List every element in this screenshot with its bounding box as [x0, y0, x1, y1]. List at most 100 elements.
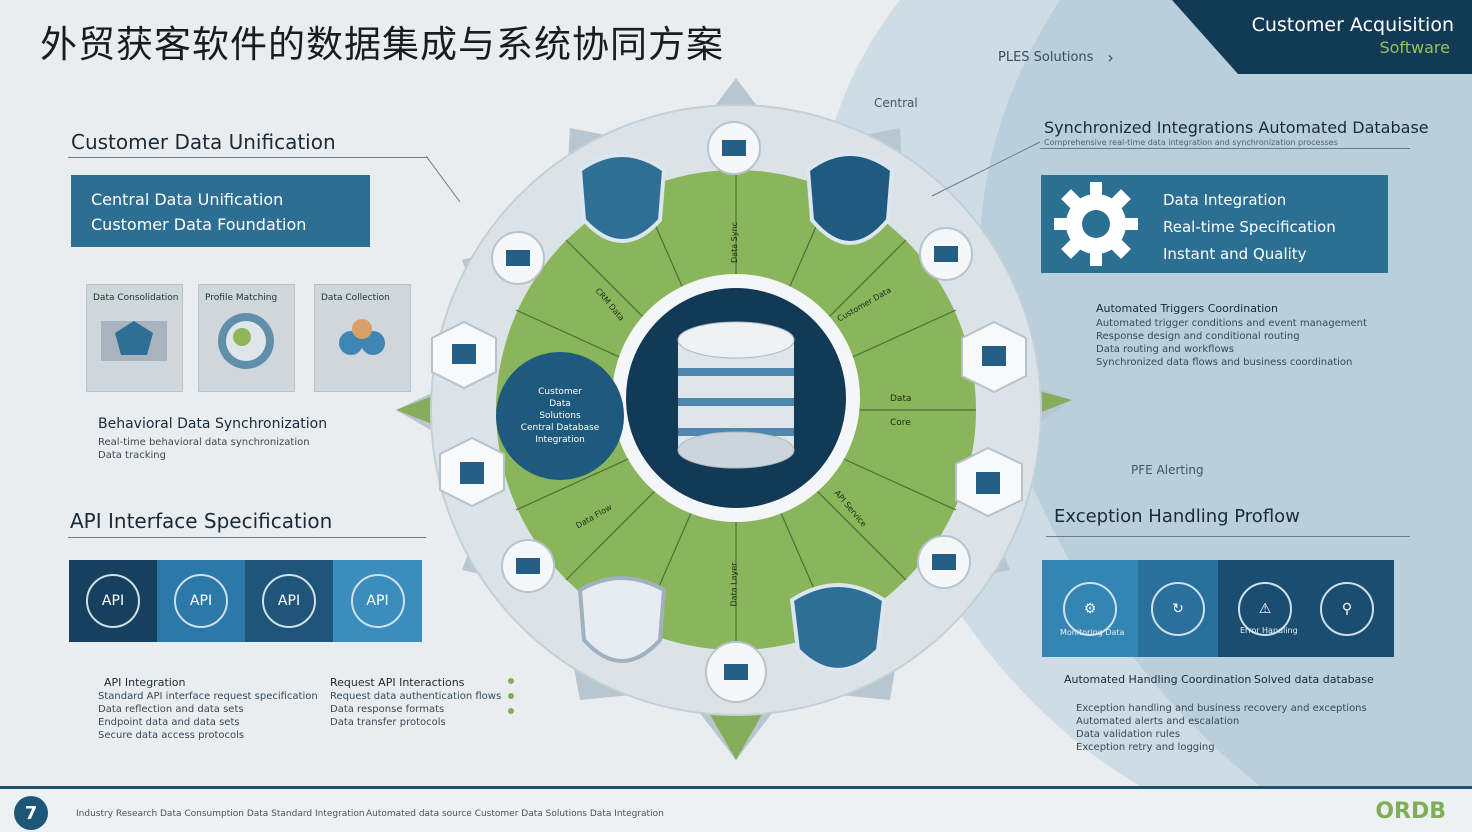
- bullet-item: Exception handling and business recovery…: [1076, 703, 1367, 714]
- central-label: Central: [874, 96, 918, 110]
- api-tiles-bar: API API API API: [69, 560, 422, 642]
- cluster-icon: [339, 319, 385, 355]
- card-title: Data Collection: [321, 293, 390, 303]
- gear-icon: [1054, 182, 1138, 266]
- bullet-item: Data reflection and data sets: [98, 704, 244, 715]
- request-bullets: Request data authentication flows Data r…: [330, 690, 501, 729]
- flow-step[interactable]: ⚙: [1042, 560, 1138, 657]
- api-icon: API: [174, 574, 228, 628]
- ring-label: Data Layer: [729, 562, 739, 607]
- bullet-item: Response design and conditional routing: [1096, 331, 1300, 342]
- integration-box: Data Integration Real-time Specification…: [1041, 175, 1388, 273]
- request-heading: Request API Interactions: [330, 676, 465, 689]
- shield-icon: [577, 153, 667, 243]
- auto-handling-heading: Automated Handling Coordination: [1064, 673, 1252, 686]
- bullet-item: Automated trigger conditions and event m…: [1096, 318, 1367, 329]
- unification-box-line: Customer Data Foundation: [91, 215, 307, 234]
- left-circle-line: Customer: [538, 387, 582, 397]
- flow-step[interactable]: ↻: [1138, 560, 1218, 657]
- integration-box-line: Real-time Specification: [1163, 218, 1336, 236]
- top-link[interactable]: PLES Solutions ›: [998, 48, 1114, 67]
- left-circle-line: Data: [549, 399, 571, 409]
- pentagon-icon: [101, 321, 167, 361]
- bullet-item: Secure data access protocols: [98, 730, 245, 741]
- bullet-item: Real-time behavioral data synchronizatio…: [98, 437, 310, 448]
- api-tile[interactable]: API: [157, 560, 245, 642]
- left-section1-heading: Customer Data Unification: [71, 130, 336, 154]
- exception-heading: Exception Handling Proflow: [1054, 506, 1300, 527]
- bullet-item: Synchronized data flows and business coo…: [1096, 357, 1353, 368]
- api-tile[interactable]: API: [333, 560, 422, 642]
- divider: [1046, 536, 1410, 537]
- card-title: Data Consolidation: [93, 293, 179, 303]
- refresh-icon: ↻: [1151, 581, 1205, 636]
- bullet-item: Data response formats: [330, 704, 445, 715]
- left-data-circle: [496, 352, 624, 480]
- behavioral-bullets: Real-time behavioral data synchronizatio…: [98, 436, 310, 462]
- ring-label: Data Sync: [729, 222, 739, 263]
- database-icon: [677, 321, 795, 469]
- unification-box-line: Central Data Unification: [91, 190, 284, 209]
- ring-chart-icon: [218, 313, 274, 369]
- footer-divider: [0, 786, 1472, 789]
- divider: [68, 537, 426, 538]
- auto-handling-bullets: Exception handling and business recovery…: [1076, 702, 1367, 754]
- left-circle-text: Customer Data Solutions Central Database…: [502, 386, 618, 446]
- green-dots: [508, 678, 514, 714]
- exception-flow-bar: ⚙ ↻ ⚠ ⚲ Monitoring Data Error Handling: [1042, 560, 1394, 657]
- feature-card[interactable]: Data Consolidation: [86, 284, 183, 392]
- flow-caption: Error Handling: [1240, 626, 1298, 635]
- bullet-item: Data validation rules: [1076, 729, 1181, 740]
- api-icon: API: [86, 574, 140, 628]
- ring-right-label: Data: [890, 394, 912, 404]
- shield-icon: [577, 576, 667, 663]
- left-circle-line: Central Database: [520, 423, 600, 433]
- bullet-item: Data routing and workflows: [1096, 344, 1234, 355]
- corner-subtitle: Software: [1379, 38, 1450, 57]
- api-integration-bullets: Standard API interface request specifica…: [98, 690, 318, 742]
- monitor-icon: ⚙: [1063, 581, 1117, 636]
- footer-col: Data Consumption Data Standard Integrati…: [160, 809, 365, 819]
- bullet-item: Request data authentication flows: [330, 691, 502, 702]
- behavioral-heading: Behavioral Data Synchronization: [98, 416, 328, 432]
- connector-line: [931, 141, 1041, 197]
- bullet-item: Data transfer protocols: [330, 717, 446, 728]
- left-circle-line: Solutions: [539, 411, 581, 421]
- solved-heading: Solved data database: [1254, 673, 1374, 686]
- left-circle-line: Integration: [535, 435, 585, 445]
- footer: 7 Industry Research Data Consumption Dat…: [0, 789, 1472, 832]
- right-section1-heading: Synchronized Integrations Automated Data…: [1044, 118, 1429, 137]
- connector-line: [426, 156, 461, 203]
- divider: [68, 157, 428, 158]
- footer-logo[interactable]: 7: [14, 796, 48, 830]
- bullet-item: Automated alerts and escalation: [1076, 716, 1240, 727]
- pfe-label: PFE Alerting: [1131, 463, 1204, 477]
- api-tile[interactable]: API: [69, 560, 157, 642]
- feature-card[interactable]: Data Collection: [314, 284, 411, 392]
- shield-icon: [789, 583, 887, 672]
- flow-caption: Monitoring Data: [1060, 628, 1125, 637]
- right-section1-sub: Comprehensive real-time data integration…: [1044, 138, 1338, 147]
- feature-card[interactable]: Profile Matching: [198, 284, 295, 392]
- bullet-item: Exception retry and logging: [1076, 742, 1215, 753]
- api-heading: API Interface Specification: [70, 509, 333, 533]
- divider: [1040, 148, 1410, 149]
- top-link-label: PLES Solutions: [998, 50, 1094, 65]
- bullet-item: Endpoint data and data sets: [98, 717, 240, 728]
- api-icon: API: [350, 574, 405, 628]
- footer-col: Automated data source Customer Data Solu…: [366, 809, 664, 819]
- footer-brand: ORDB: [1375, 799, 1446, 824]
- integration-box-line: Instant and Quality: [1163, 245, 1307, 263]
- page-title: 外贸获客软件的数据集成与系统协同方案: [40, 23, 724, 66]
- automated-triggers-heading: Automated Triggers Coordination: [1096, 302, 1279, 315]
- flow-step[interactable]: ⚠ ⚲: [1218, 560, 1394, 657]
- footer-col: Industry Research: [76, 809, 158, 819]
- integration-box-text: Data Integration Real-time Specification…: [1163, 187, 1336, 268]
- search-icon: ⚲: [1320, 581, 1374, 636]
- api-tile[interactable]: API: [245, 560, 333, 642]
- api-integration-heading: API Integration: [104, 676, 186, 689]
- api-icon: API: [262, 574, 316, 628]
- unification-box: Central Data Unification Customer Data F…: [71, 175, 370, 247]
- chevron-right-icon: ›: [1107, 48, 1114, 67]
